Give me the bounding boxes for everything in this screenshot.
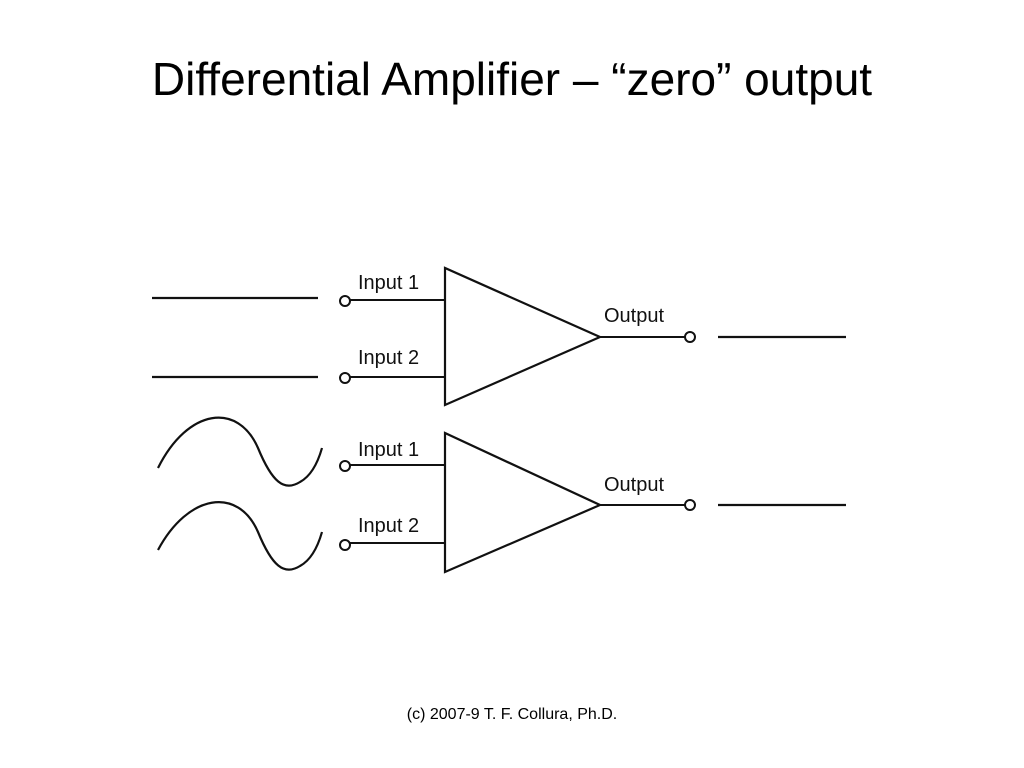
amplifier-top: Input 1 Input 2 Output xyxy=(152,266,846,407)
input1-terminal xyxy=(339,460,351,472)
input1-label: Input 1 xyxy=(358,439,419,461)
output-terminal xyxy=(684,331,696,343)
input2-terminal xyxy=(339,539,351,551)
input2-label: Input 2 xyxy=(358,347,419,369)
input1-terminal xyxy=(339,295,351,307)
output-label: Output xyxy=(604,474,664,496)
amplifier-triangle xyxy=(443,266,603,407)
input2-label: Input 2 xyxy=(358,515,419,537)
input1-label: Input 1 xyxy=(358,272,419,294)
slide-title: Differential Amplifier – “zero” output xyxy=(151,53,873,105)
output-terminal xyxy=(684,499,696,511)
input2-sine-signal xyxy=(157,501,324,571)
input1-sine-signal xyxy=(157,416,324,487)
copyright-footer: (c) 2007-9 T. F. Collura, Ph.D. xyxy=(406,706,618,723)
amplifier-triangle xyxy=(443,431,603,574)
amplifier-bottom: Input 1 Input 2 Output xyxy=(157,416,846,574)
output-label: Output xyxy=(604,305,664,327)
input2-terminal xyxy=(339,372,351,384)
